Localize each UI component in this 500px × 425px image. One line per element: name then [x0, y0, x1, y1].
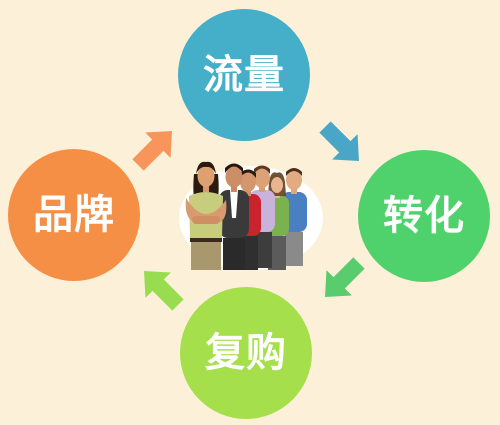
node-conversion-label: 转化: [383, 193, 465, 239]
arrow-shape: [132, 131, 172, 171]
node-repurchase: 复购: [180, 287, 312, 419]
arrow-shape: [319, 121, 359, 161]
arrow-shape: [325, 257, 365, 297]
node-repurchase-label: 复购: [205, 330, 287, 376]
node-brand: 品牌: [8, 149, 140, 281]
node-conversion: 转化: [358, 150, 490, 282]
arrow-brand-to-traffic: [132, 131, 172, 171]
person-woman: [185, 161, 227, 270]
arrow-traffic-to-conversion: [319, 121, 359, 161]
arrow-conversion-to-repurchase: [325, 257, 365, 297]
person-suit: [219, 163, 249, 270]
node-traffic: 流量: [178, 9, 310, 141]
arrow-repurchase-to-brand: [144, 271, 184, 311]
arrow-shape: [144, 271, 184, 311]
group-of-people-illustration: [179, 161, 323, 270]
node-brand-label: 品牌: [33, 192, 115, 238]
node-traffic-label: 流量: [203, 52, 285, 98]
